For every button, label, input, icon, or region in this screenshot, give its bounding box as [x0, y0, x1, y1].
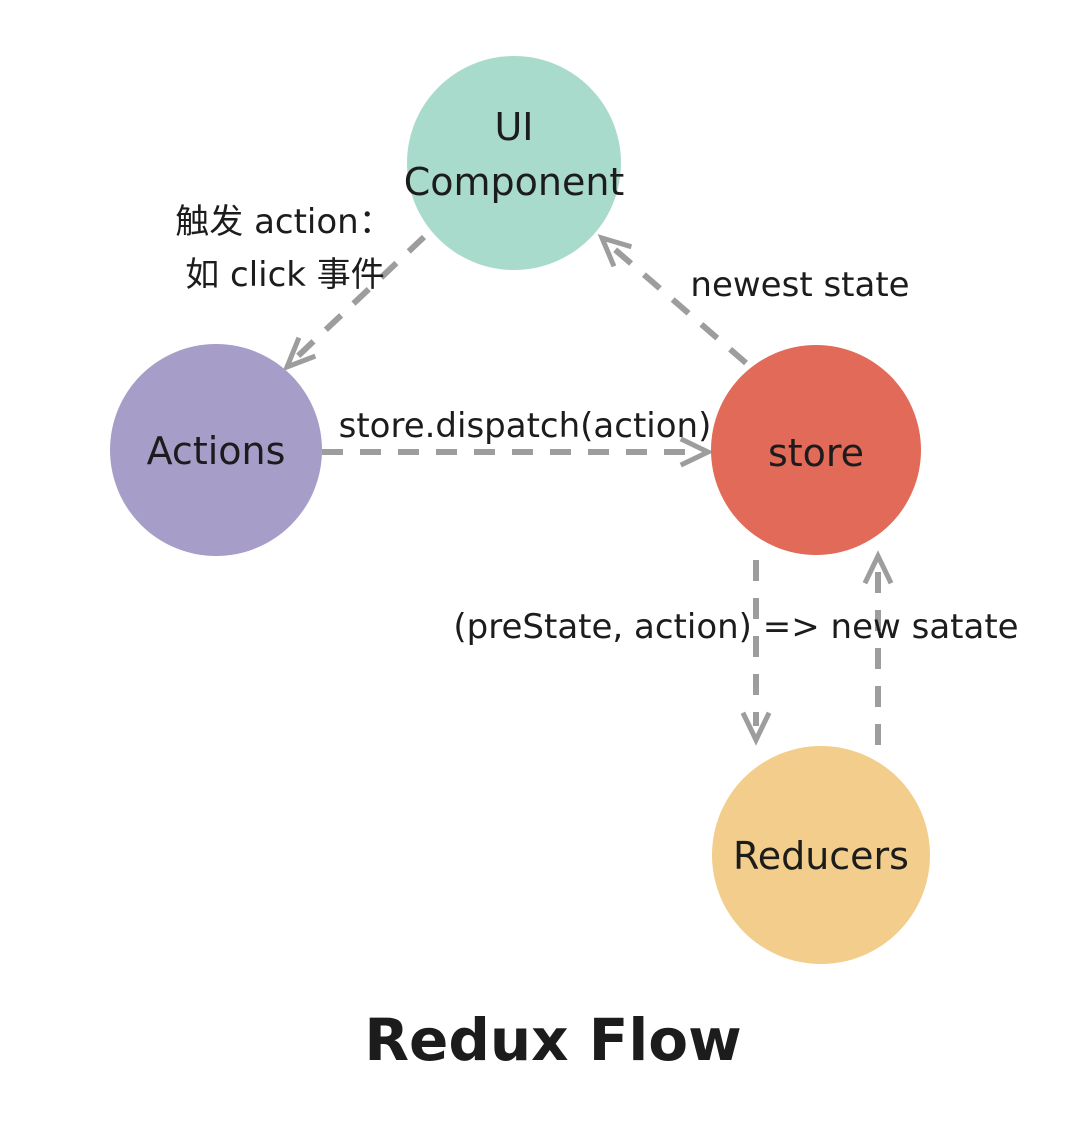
actions-circle	[110, 344, 322, 556]
node-actions: Actions	[110, 344, 322, 556]
reducers-circle	[712, 746, 930, 964]
node-ui-component: UI Component	[404, 56, 625, 270]
ui-component-circle	[407, 56, 621, 270]
reducers-to-store-arrowhead-icon	[862, 550, 894, 585]
store-label: store	[768, 431, 864, 475]
ui-component-label-line1: UI	[494, 105, 533, 149]
prestate-action-label: (preState, action) => new satate	[453, 607, 1018, 647]
actions-to-store-arrowhead-icon	[679, 436, 714, 468]
edge-labels: 触发 action： 如 click 事件 newest state store…	[175, 202, 1018, 647]
edge-reducers-to-store	[862, 550, 894, 745]
diagram-title: Redux Flow	[364, 1006, 741, 1074]
trigger-action-label-line1: 触发 action：	[175, 202, 392, 242]
store-dispatch-label: store.dispatch(action)	[339, 406, 712, 446]
store-to-ui-arrowhead-icon	[597, 234, 633, 268]
store-to-ui-line	[610, 244, 748, 366]
reducers-label: Reducers	[733, 834, 909, 878]
node-store: store	[711, 345, 921, 555]
node-reducers: Reducers	[712, 746, 930, 964]
ui-to-actions-line	[295, 234, 427, 359]
store-circle	[711, 345, 921, 555]
edge-store-to-ui	[597, 234, 748, 366]
store-to-reducers-arrowhead-icon	[740, 711, 772, 746]
actions-label: Actions	[147, 429, 286, 473]
ui-component-label-line2: Component	[404, 160, 625, 204]
edge-store-to-reducers	[740, 560, 772, 746]
trigger-action-label-line2: 如 click 事件	[185, 255, 385, 295]
edge-ui-to-actions	[282, 234, 427, 372]
newest-state-label: newest state	[690, 265, 909, 305]
ui-to-actions-arrowhead-icon	[282, 336, 317, 372]
edge-actions-to-store	[322, 436, 714, 468]
